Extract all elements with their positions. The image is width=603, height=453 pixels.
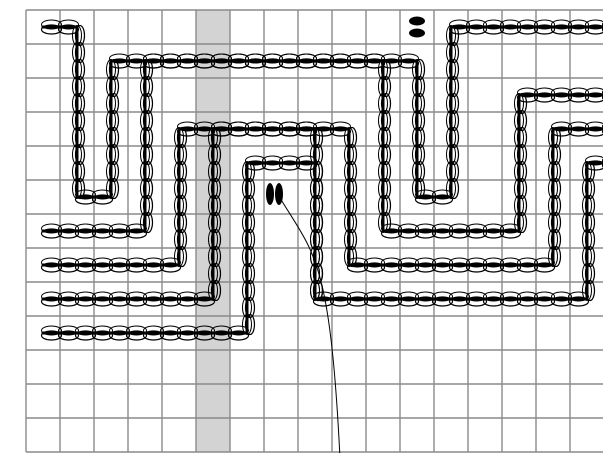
knot-oval [409, 17, 425, 26]
needle-eye [266, 183, 274, 205]
knot-oval [409, 29, 425, 38]
